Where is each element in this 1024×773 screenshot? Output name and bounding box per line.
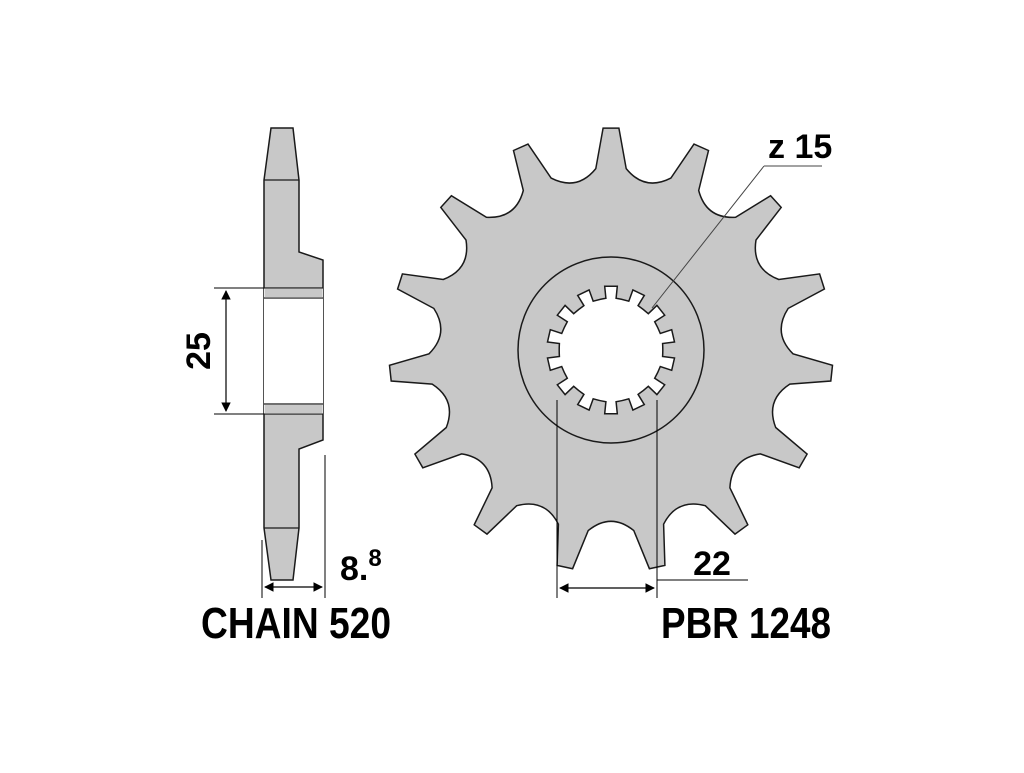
teeth-count-label: z 15 [768,128,832,166]
spline-bore [546,285,676,415]
front-view: z 15 22 PBR 1248 [388,127,834,648]
chain-label: CHAIN 520 [201,599,391,648]
hub-band-bottom-fill [264,404,323,414]
dim-25-label: 25 [180,332,218,370]
hub-band [264,288,323,414]
side-profile-view: 25 8.8 CHAIN 520 [180,127,391,648]
teeth-leader-line [651,165,765,309]
part-number-label: PBR 1248 [661,599,831,648]
dim-8-8-label: 8.8 [340,545,382,588]
dim-22-label: 22 [693,545,731,583]
hub-circle [517,256,705,444]
hub-band-top-fill [264,288,323,298]
